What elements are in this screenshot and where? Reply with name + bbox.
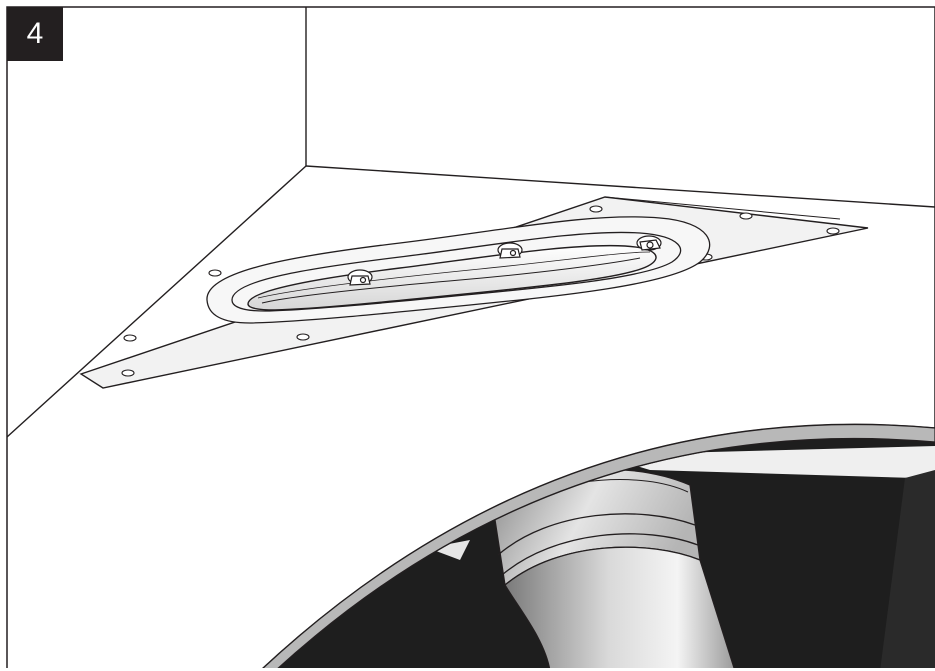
screw-hole [296, 333, 310, 341]
screw-holes [121, 205, 840, 377]
clip [636, 235, 662, 251]
screw-hole [739, 212, 753, 220]
clip [497, 242, 523, 259]
screw-hole [121, 369, 135, 377]
retaining-clips [347, 235, 662, 286]
screw-hole [123, 334, 137, 342]
screw-hole [826, 227, 840, 235]
duct-slot-opening [247, 244, 657, 311]
wall-corner-lines [6, 7, 935, 438]
clip [347, 269, 373, 286]
screw-hole [208, 269, 222, 277]
elbow-pipe [494, 469, 736, 671]
step-number-badge: 4 [7, 7, 63, 61]
opening-rim-band [259, 423, 935, 671]
screw-hole [589, 205, 603, 213]
